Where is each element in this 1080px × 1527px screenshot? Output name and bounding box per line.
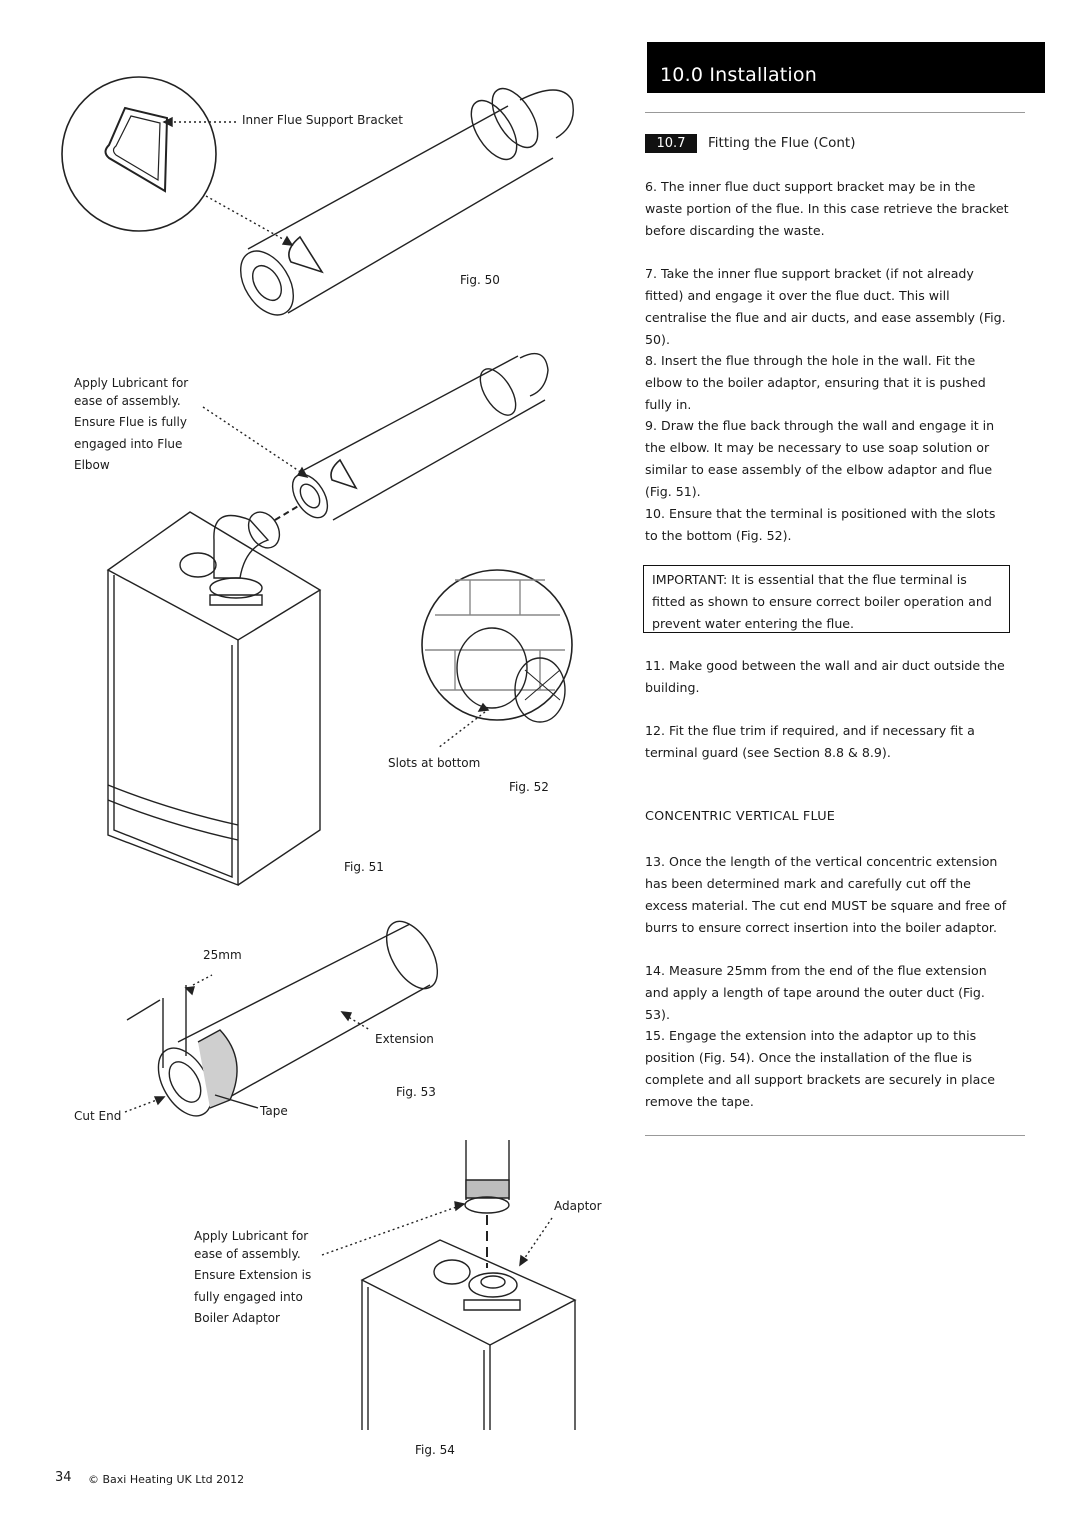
fig54-lubricant-note: Apply Lubricant for ease of assembly. (194, 1229, 309, 1261)
fig53-dimension-label: 25mm (203, 948, 242, 962)
subsection-number-badge: 10.7 (645, 134, 697, 153)
fig50-flue-pipe (239, 87, 574, 316)
fig53-caption: Fig. 53 (396, 1085, 436, 1099)
header-divider (645, 112, 1025, 113)
fig51-flue-pipe (202, 352, 549, 521)
fig50-caption: Fig. 50 (460, 273, 500, 287)
fig54-vertical-flue (321, 1140, 553, 1268)
fig53-tape-label: Tape (260, 1104, 288, 1118)
fig52-caption: Fig. 52 (509, 780, 549, 794)
section-header-bar (647, 42, 1045, 93)
paragraph-10: 10. Ensure that the terminal is position… (645, 506, 996, 543)
concentric-vertical-flue-heading: CONCENTRIC VERTICAL FLUE (645, 809, 836, 824)
fig54-caption: Fig. 54 (415, 1443, 455, 1457)
fig51-lubricant-note: Apply Lubricant for ease of assembly. (74, 376, 189, 408)
paragraph-9: 9. Draw the flue back through the wall a… (645, 418, 995, 499)
fig51-engage-note: Ensure Flue is fully engaged into Flue E… (74, 415, 187, 472)
fig50-bracket-detail (61, 76, 294, 246)
fig54-engage-note: Ensure Extension is fully engaged into B… (194, 1268, 312, 1325)
fig52-slots-label: Slots at bottom (388, 756, 481, 770)
paragraph-14: 14. Measure 25mm from the end of the flu… (645, 963, 987, 1022)
fig54-adaptor-label: Adaptor (554, 1199, 602, 1213)
paragraph-13: 13. Once the length of the vertical conc… (645, 854, 1007, 935)
subsection-title: Fitting the Flue (Cont) (708, 135, 856, 151)
fig53-extension-label: Extension (375, 1032, 434, 1046)
section-end-divider (645, 1135, 1025, 1136)
fig52-terminal-detail (421, 569, 573, 749)
paragraph-7: 7. Take the inner flue support bracket (… (645, 266, 1006, 347)
important-label: IMPORTANT: (652, 572, 728, 587)
fig53-cut-end-label: Cut End (74, 1109, 122, 1123)
paragraph-8: 8. Insert the flue through the hole in t… (645, 353, 986, 412)
fig51-boiler (106, 511, 322, 887)
paragraph-15: 15. Engage the extension into the adapto… (645, 1028, 996, 1109)
important-text: It is essential that the flue terminal i… (652, 572, 992, 631)
copyright-notice: © Baxi Heating UK Ltd 2012 (88, 1473, 245, 1486)
fig54-boiler (360, 1239, 577, 1430)
page-number: 34 (55, 1470, 72, 1485)
paragraph-6: 6. The inner flue duct support bracket m… (645, 179, 1009, 238)
paragraph-12: 12. Fit the flue trim if required, and i… (645, 723, 975, 760)
section-header-title: 10.0 Installation (660, 64, 817, 86)
fig51-caption: Fig. 51 (344, 860, 384, 874)
fig50-bracket-label: Inner Flue Support Bracket (242, 113, 403, 127)
fig53-extension-pipe (124, 920, 439, 1117)
paragraph-11: 11. Make good between the wall and air d… (645, 658, 1005, 695)
important-notice-box: IMPORTANT: It is essential that the flue… (643, 565, 1010, 633)
